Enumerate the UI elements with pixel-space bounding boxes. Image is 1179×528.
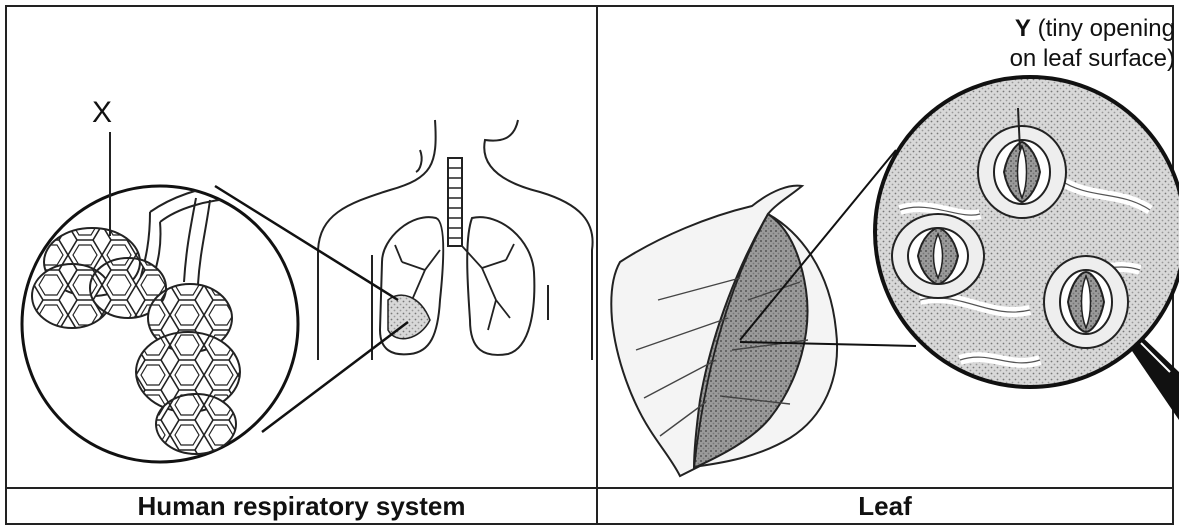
left-lung: [380, 217, 443, 354]
label-y: Y (tiny opening on leaf surface): [945, 14, 1175, 74]
label-y-text-line1: (tiny opening: [1031, 15, 1175, 42]
stoma-y: [978, 126, 1066, 218]
leaf: [611, 186, 837, 476]
alveoli-magnified-circle: [22, 184, 298, 462]
stoma-left: [892, 214, 984, 298]
trachea: [448, 158, 462, 246]
label-y-text-line2: on leaf surface): [1010, 45, 1175, 72]
right-lung: [462, 217, 534, 355]
label-x: X: [92, 96, 112, 130]
stomata-magnified-circle: [875, 77, 1179, 387]
stoma-right: [1044, 256, 1128, 348]
caption-leaf: Leaf: [597, 488, 1173, 524]
label-y-letter: Y: [1015, 15, 1031, 42]
caption-human-respiratory-system: Human respiratory system: [6, 488, 597, 524]
